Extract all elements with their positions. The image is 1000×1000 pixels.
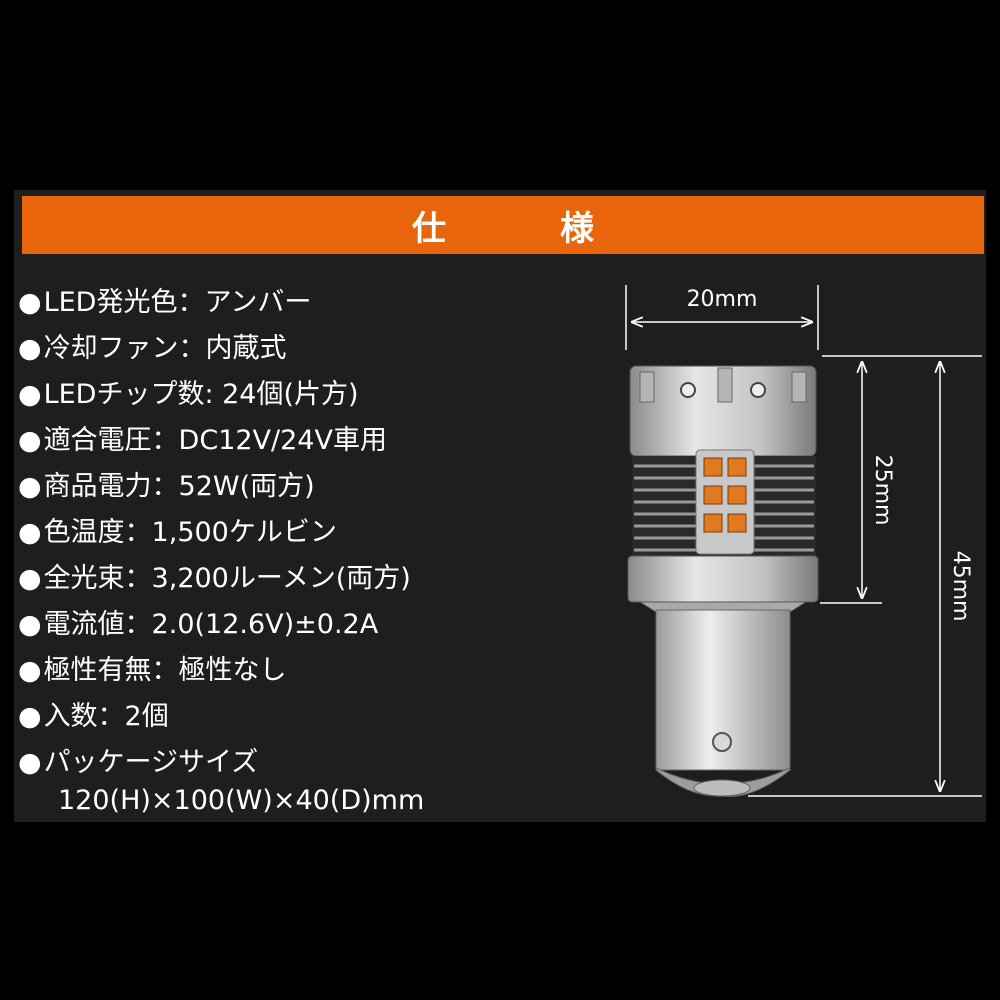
bullet-icon: ●	[18, 563, 42, 594]
bullet-icon: ●	[18, 517, 42, 548]
spec-item: ●パッケージサイズ	[18, 747, 259, 778]
width-dimension-label: 20mm	[687, 287, 758, 312]
spec-item: ●色温度：1,500ケルビン	[18, 517, 337, 548]
bullet-icon: ●	[18, 655, 42, 686]
spec-item: ●全光束：3,200ルーメン(両方)	[18, 563, 411, 594]
led-chips	[703, 457, 747, 533]
bullet-icon: ●	[18, 333, 42, 364]
bullet-icon: ●	[18, 747, 42, 778]
spec-header: 仕 様	[22, 196, 984, 254]
spec-panel	[14, 190, 986, 822]
bullet-icon: ●	[18, 471, 42, 502]
bullet-icon: ●	[18, 425, 42, 456]
spec-item: ●冷却ファン：内蔵式	[18, 333, 287, 364]
vent-hole-icon	[680, 382, 696, 398]
spec-title: 仕 様	[412, 208, 634, 249]
spec-item: ●LED発光色：アンバー	[18, 287, 312, 318]
spec-item: ●電流値：2.0(12.6V)±0.2A	[18, 609, 379, 640]
total-height-dimension-label: 45mm	[948, 551, 973, 622]
contact-tip	[693, 779, 751, 797]
led-bulb-illustration	[627, 365, 819, 797]
spec-item: ●適合電圧：DC12V/24V車用	[18, 425, 387, 456]
bullet-icon: ●	[18, 701, 42, 732]
head-height-dimension-label: 25mm	[870, 455, 895, 526]
bullet-icon: ●	[18, 379, 42, 410]
vent-hole-icon	[750, 382, 766, 398]
bullet-icon: ●	[18, 609, 42, 640]
spec-item: ●商品電力：52W(両方)	[18, 471, 315, 502]
dimension-lines	[625, 285, 982, 797]
spec-item: ●極性有無：極性なし	[18, 655, 287, 686]
spec-item: ●入数：2個	[18, 701, 169, 732]
package-size-value: 120(H)×100(W)×40(D)mm	[58, 785, 425, 816]
spec-item: ●LEDチップ数: 24個(片方)	[18, 379, 359, 410]
bayonet-pin-icon	[712, 732, 732, 752]
bullet-icon: ●	[18, 287, 42, 318]
bulb-collar	[627, 555, 819, 603]
spec-list: ●LED発光色：アンバー ●冷却ファン：内蔵式 ●LEDチップ数: 24個(片方…	[18, 280, 411, 786]
